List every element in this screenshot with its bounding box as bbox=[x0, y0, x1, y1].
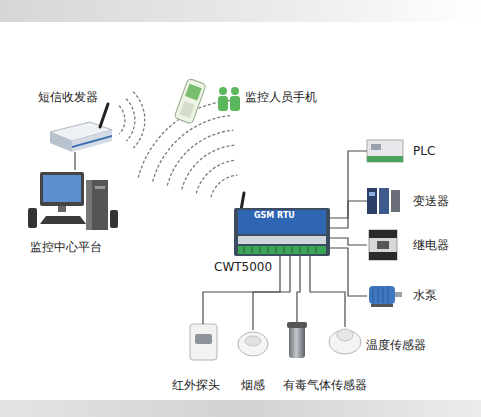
connector-line bbox=[330, 238, 367, 245]
relay bbox=[369, 230, 397, 260]
smoke-sensor bbox=[238, 332, 268, 356]
connector-line bbox=[297, 256, 300, 322]
node-label: 变送器 bbox=[413, 194, 449, 208]
connector-line bbox=[74, 152, 75, 170]
temperature-sensor bbox=[329, 329, 361, 354]
plc-module bbox=[367, 140, 403, 162]
platform-node: 监控中心平台 bbox=[26, 170, 118, 256]
connector-line bbox=[203, 256, 280, 324]
node-label: 烟感 bbox=[241, 378, 265, 392]
connector-line bbox=[330, 248, 367, 296]
monitor-pc bbox=[28, 172, 118, 230]
connector-line bbox=[330, 151, 367, 218]
people-icon bbox=[218, 87, 240, 111]
modem-node: 短信收发器 bbox=[38, 90, 114, 152]
smoke-node: 烟感 bbox=[236, 330, 270, 392]
phone-node: 监控人员手机 bbox=[175, 78, 335, 126]
node-label: 监控中心平台 bbox=[30, 240, 102, 254]
gas-sensor bbox=[287, 322, 307, 358]
node-label: 继电器 bbox=[413, 238, 449, 252]
sms-modem bbox=[50, 104, 112, 152]
gas-node: 有毒气体传感器 bbox=[280, 322, 328, 392]
infrared-node: 红外探头 bbox=[168, 324, 232, 392]
transmitter-node: 变送器 bbox=[367, 188, 462, 214]
node-label: PLC bbox=[413, 144, 435, 158]
bottom-band bbox=[0, 400, 481, 417]
transmitter bbox=[367, 188, 400, 214]
temperature-node: 温度传感器 bbox=[330, 327, 440, 357]
pump-node: 水泵 bbox=[367, 284, 462, 308]
node-label: 有毒气体传感器 bbox=[283, 378, 367, 392]
mobile-phone bbox=[174, 78, 206, 124]
rtu-node: GSM RTUCWT5000 bbox=[234, 208, 330, 256]
connector-line bbox=[330, 201, 367, 228]
node-label: 监控人员手机 bbox=[245, 90, 317, 104]
water-pump bbox=[369, 286, 402, 307]
connector-line bbox=[310, 256, 345, 327]
relay-node: 继电器 bbox=[367, 228, 462, 262]
node-label: 水泵 bbox=[413, 288, 437, 302]
node-label: 温度传感器 bbox=[366, 338, 426, 352]
top-band bbox=[0, 0, 481, 22]
infrared-sensor bbox=[190, 324, 217, 360]
node-label: 短信收发器 bbox=[38, 90, 98, 104]
rtu-device bbox=[234, 193, 330, 256]
node-label: CWT5000 bbox=[214, 260, 272, 274]
node-label: 红外探头 bbox=[172, 378, 220, 392]
plc-node: PLC bbox=[367, 140, 447, 162]
node-label: GSM RTU bbox=[254, 211, 295, 221]
